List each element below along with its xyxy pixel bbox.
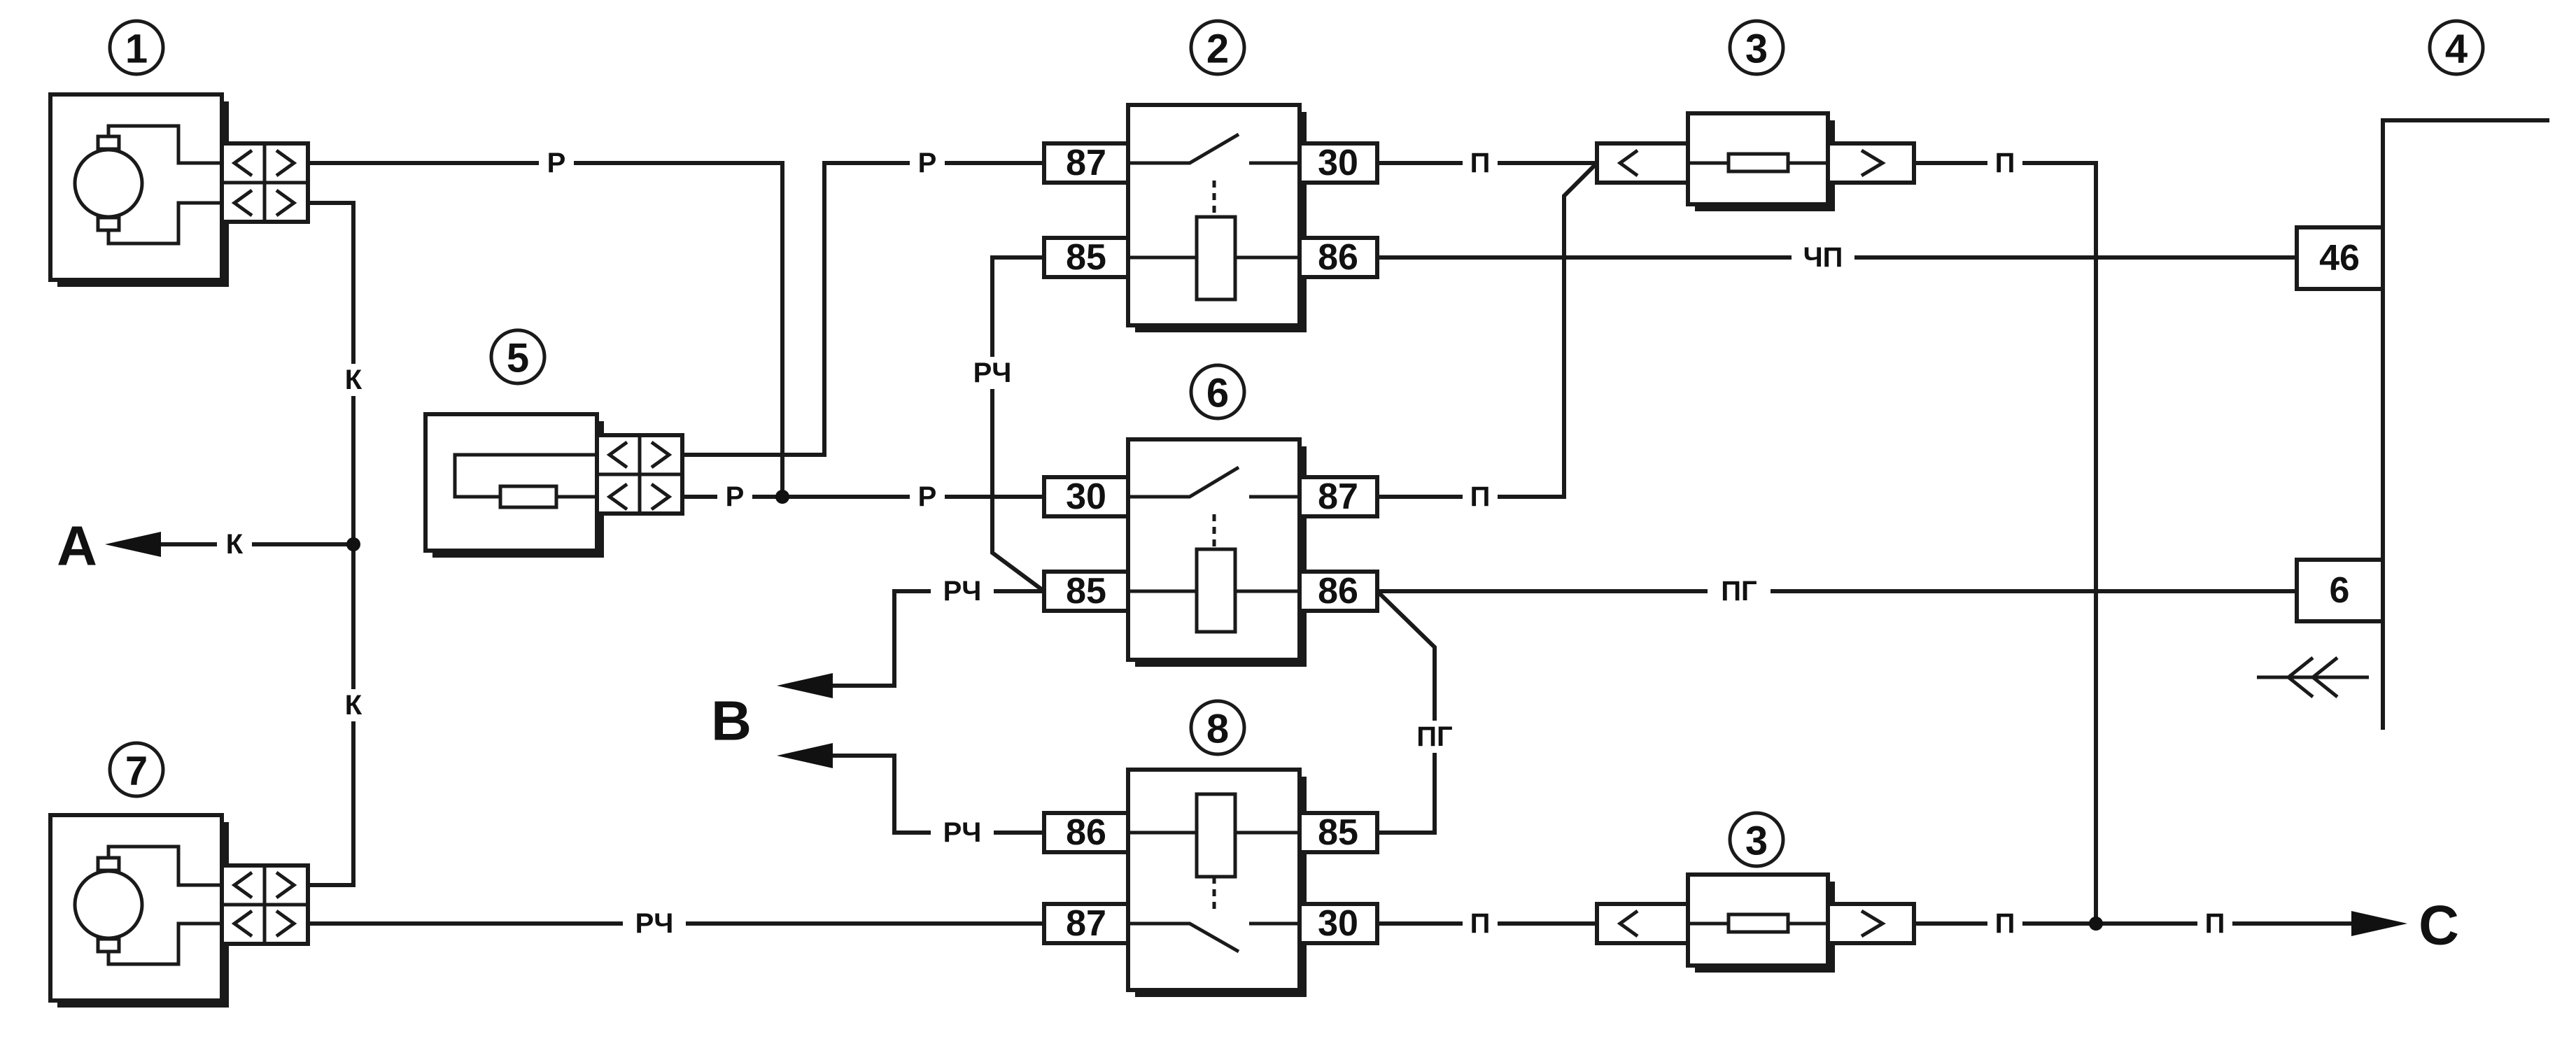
wire-label: П — [1470, 908, 1491, 939]
component-4-block: 46 6 — [2295, 225, 2385, 623]
component-number-7: 7 — [125, 749, 148, 794]
wire-label: П — [1470, 148, 1491, 178]
wire-label: ПГ — [1721, 576, 1757, 607]
wire-label: Р — [918, 148, 937, 178]
wire-label: Р — [547, 148, 566, 178]
component-number-1: 1 — [125, 27, 148, 72]
wire-label: РЧ — [943, 576, 982, 607]
component-numbers: 1 2 3 4 5 6 7 8 3 — [108, 19, 2485, 868]
arrows — [105, 532, 2407, 936]
relay8-pin-87: 87 — [1066, 903, 1106, 944]
relay2-pin-87: 87 — [1066, 143, 1106, 183]
block4-pin-6: 6 — [2330, 570, 2350, 611]
wire-label: Р — [918, 481, 937, 512]
wire-label: П — [1470, 481, 1491, 512]
wire-labels: Р Р Р Р П П П П П П ЧП ПГ ПГ РЧ РЧ РЧ РЧ — [217, 147, 2232, 940]
connection-a: A — [57, 515, 97, 577]
arrow-left-icon — [105, 532, 161, 557]
wire-label: РЧ — [943, 817, 982, 848]
component-8-relay: 86 87 85 30 — [1042, 768, 1379, 997]
component-number-4: 4 — [2445, 27, 2468, 72]
component-number-8: 8 — [1206, 707, 1229, 752]
junction-dot — [2089, 917, 2103, 931]
relay6-pin-30: 30 — [1066, 476, 1106, 517]
component-number-3: 3 — [1745, 27, 1768, 72]
component-5-sensor — [423, 412, 684, 558]
connection-letters: A B C — [57, 515, 2459, 956]
wire-label: П — [1995, 148, 2015, 178]
connection-b: B — [711, 690, 752, 752]
wire-label: К — [226, 529, 244, 560]
junction-dot — [346, 537, 360, 551]
wire-label: Р — [726, 481, 745, 512]
wire-label: ПГ — [1416, 721, 1452, 752]
component-3-fuse-top — [1595, 111, 1916, 211]
wire-label: П — [1995, 908, 2015, 939]
relay6-pin-85: 85 — [1066, 571, 1106, 612]
component-number-6: 6 — [1206, 371, 1229, 416]
arrow-left-icon — [777, 743, 833, 768]
component-6-relay: 30 85 87 86 — [1042, 437, 1379, 667]
component-2-relay: 87 85 30 86 — [1042, 103, 1379, 332]
component-number-2: 2 — [1206, 27, 1229, 72]
relay6-pin-86: 86 — [1318, 571, 1358, 612]
junction-dots — [346, 490, 2103, 931]
block4-pin-46: 46 — [2319, 238, 2360, 278]
ground-symbol-icon — [2257, 656, 2369, 698]
relay2-pin-86: 86 — [1318, 237, 1358, 278]
component-1-motor — [48, 92, 310, 287]
relay8-pin-85: 85 — [1318, 812, 1358, 853]
wire-label: РЧ — [635, 908, 674, 939]
arrow-left-icon — [777, 673, 833, 698]
relay8-pin-86: 86 — [1066, 812, 1106, 853]
wire-label: П — [2205, 908, 2225, 939]
wire-label: К — [345, 365, 363, 395]
component-3-fuse-bottom — [1595, 872, 1916, 973]
component-number-5: 5 — [507, 336, 529, 381]
arrow-right-icon — [2351, 911, 2407, 936]
junction-dot — [775, 490, 789, 504]
relay8-pin-30: 30 — [1318, 903, 1358, 944]
component-number-3: 3 — [1745, 819, 1768, 864]
component-7-motor — [48, 813, 310, 1008]
wire-label: РЧ — [973, 358, 1012, 388]
connection-c: C — [2419, 894, 2459, 956]
relay2-pin-85: 85 — [1066, 237, 1106, 278]
relay2-pin-30: 30 — [1318, 143, 1358, 183]
relay6-pin-87: 87 — [1318, 476, 1358, 517]
wire-label: ЧП — [1803, 242, 1843, 273]
wire-label: К — [345, 690, 363, 721]
